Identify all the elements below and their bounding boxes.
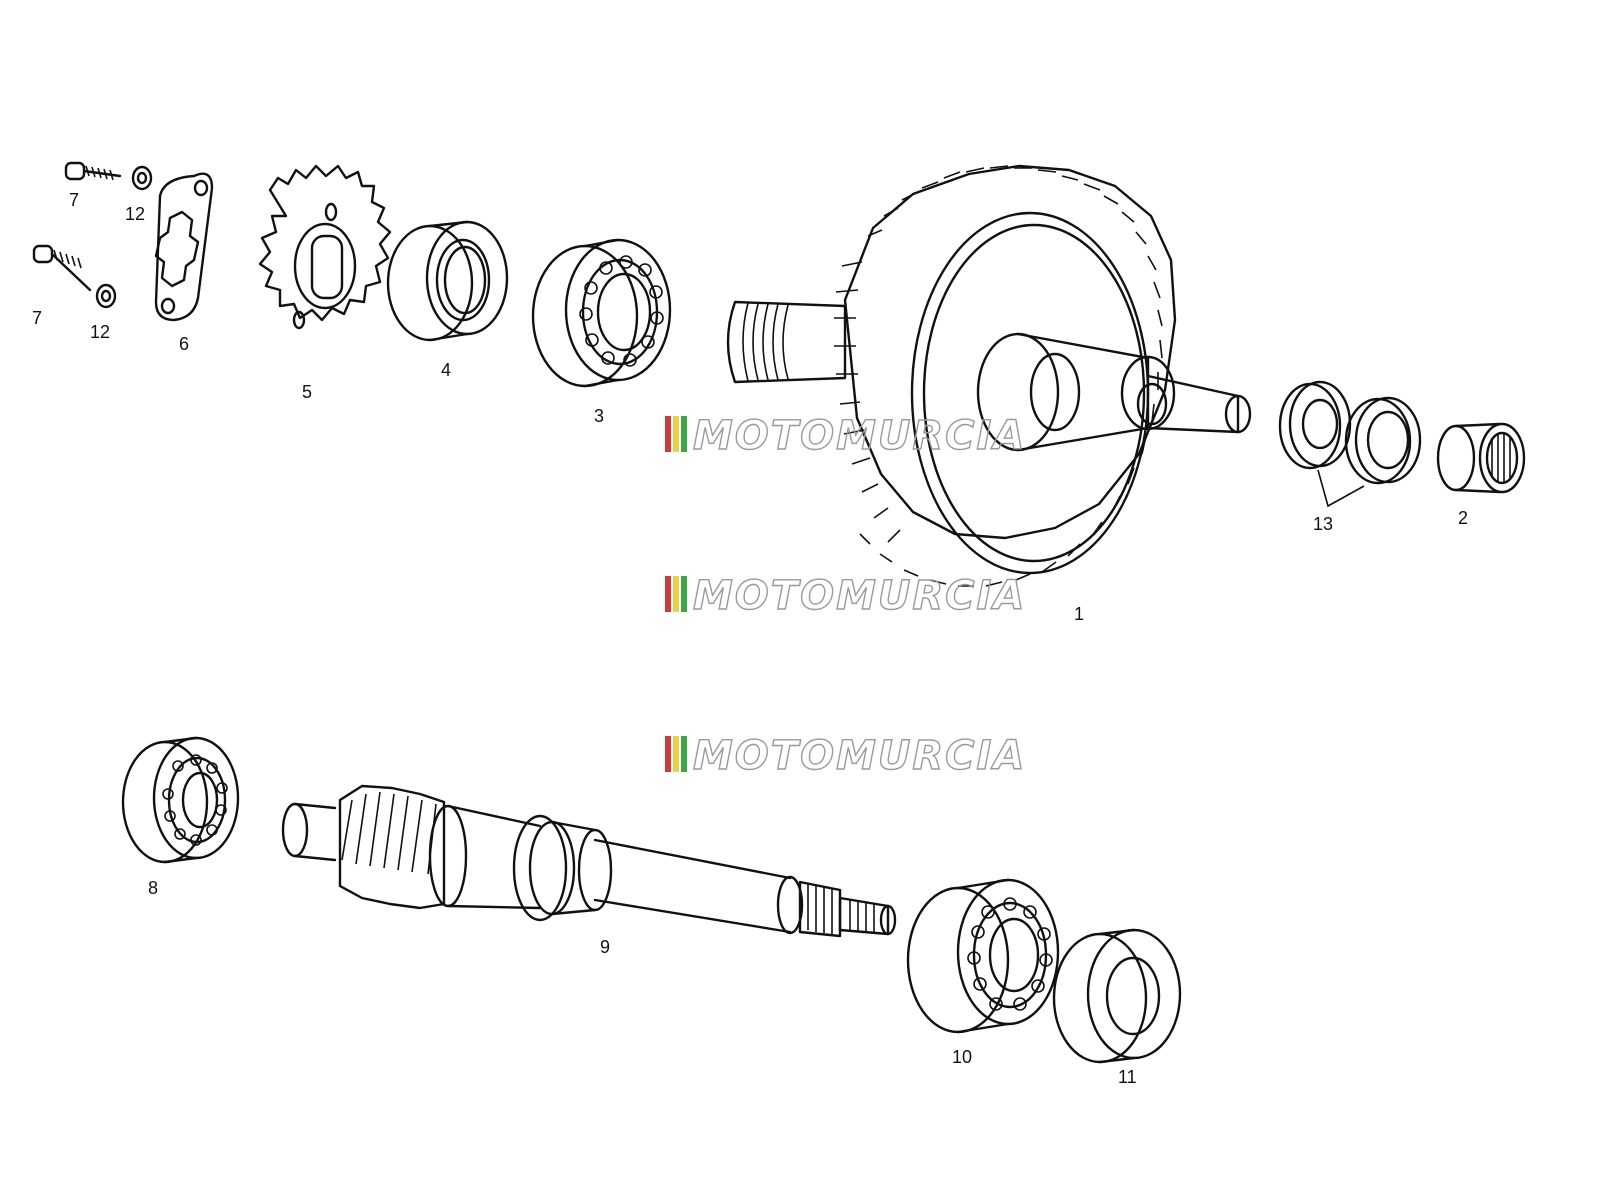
watermark-stripe-yellow: [673, 736, 679, 772]
main-shaft-9: [281, 784, 897, 938]
washer-12-lower: [95, 283, 117, 309]
callout-13: 13: [1313, 514, 1333, 534]
watermark-text: MOTOMURCIA: [693, 413, 1026, 459]
callout-7-upper: 7: [69, 190, 79, 210]
ball-bearing-10: [906, 878, 1060, 1034]
callout-7-lower: 7: [32, 308, 42, 328]
sprocket-5: [258, 164, 392, 330]
bolt-7-upper: [64, 161, 122, 181]
shim-13-a: [1278, 380, 1352, 470]
watermark-motomurcia-top: MOTOMURCIA: [665, 412, 1026, 460]
watermark-stripe-yellow: [673, 576, 679, 612]
needle-bearing-2: [1436, 422, 1526, 494]
watermark-text: MOTOMURCIA: [693, 573, 1026, 619]
lock-plate-6: [154, 172, 214, 322]
watermark-stripe-red: [665, 736, 671, 772]
washer-12-upper: [131, 165, 153, 191]
callout-1: 1: [1074, 604, 1084, 624]
callout-9: 9: [600, 937, 610, 957]
callout-3: 3: [594, 406, 604, 426]
callout-4: 4: [441, 360, 451, 380]
watermark-stripe-green: [681, 736, 687, 772]
callout-2: 2: [1458, 508, 1468, 528]
watermark-stripe-green: [681, 416, 687, 452]
callout-12-upper: 12: [125, 204, 145, 224]
watermark-stripe-red: [665, 576, 671, 612]
spacer-ring-11: [1052, 928, 1182, 1064]
callout-12-lower: 12: [90, 322, 110, 342]
shim-13-b: [1344, 396, 1422, 485]
watermark-stripe-green: [681, 576, 687, 612]
leader-13: [1317, 469, 1365, 508]
callout-6: 6: [179, 334, 189, 354]
ball-bearing-3: [531, 238, 672, 388]
callout-5: 5: [302, 382, 312, 402]
ball-bearing-8: [121, 736, 240, 864]
watermark-text: MOTOMURCIA: [693, 733, 1026, 779]
callout-10: 10: [952, 1047, 972, 1067]
callout-8: 8: [148, 878, 158, 898]
gear-shaft-1: [726, 164, 1252, 587]
bolt-7-lower: [32, 244, 92, 292]
watermark-motomurcia-bottom: MOTOMURCIA: [665, 732, 1026, 780]
watermark-stripe-red: [665, 416, 671, 452]
oil-seal-4: [386, 220, 509, 342]
watermark-motomurcia-middle: MOTOMURCIA: [665, 572, 1026, 620]
watermark-stripe-yellow: [673, 416, 679, 452]
callout-11: 11: [1118, 1067, 1137, 1087]
